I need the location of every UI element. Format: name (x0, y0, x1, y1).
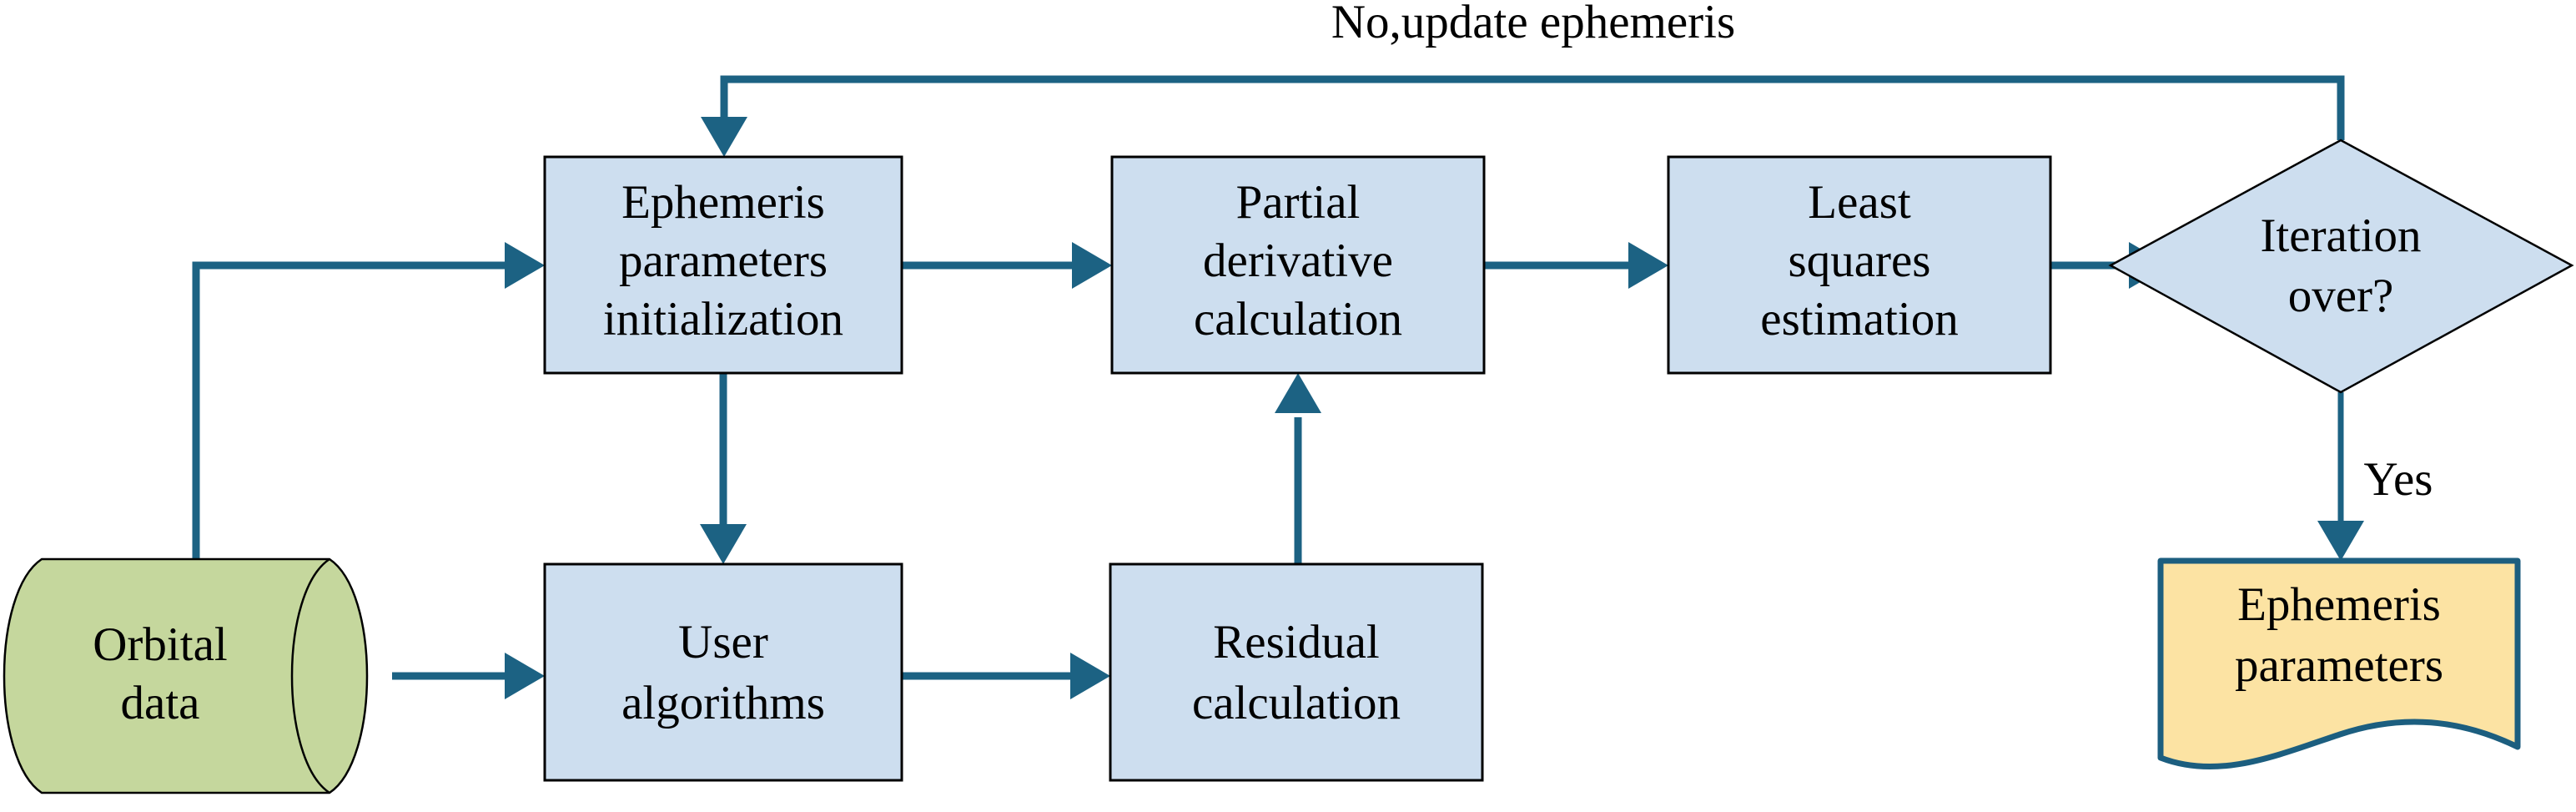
edge-initialization-to-user-algorithms (700, 373, 747, 564)
edge-label-no-update-ephemeris: No,update ephemeris (1331, 0, 1735, 48)
node-residual-calculation-line2: calculation (1192, 677, 1401, 729)
node-orbital-data-line1: Orbital (93, 618, 227, 671)
node-ephemeris-parameters-initialization-body (543, 155, 903, 375)
node-least-squares-estimation-line3: estimation (1760, 293, 1958, 345)
edge-iteration-to-ephemeris-parameters-arrowhead (2317, 521, 2364, 561)
node-user-algorithms-line2: algorithms (621, 677, 825, 729)
node-least-squares-estimation-body (1667, 155, 2052, 375)
edge-orbital-to-initialization-line (192, 261, 521, 584)
edge-initialization-to-partial-derivative-arrowhead (1072, 242, 1112, 289)
node-partial-derivative-calculation-line3: calculation (1194, 293, 1402, 345)
node-partial-derivative-calculation[interactable]: Partial derivative calculation (1110, 155, 1486, 375)
node-ephemeris-parameters-output-body (2157, 557, 2521, 770)
edge-no-update-ephemeris (701, 75, 2345, 157)
node-ephemeris-parameters-initialization-line2: parameters (619, 235, 828, 287)
node-ephemeris-parameters-output[interactable]: Ephemeris parameters (2157, 557, 2521, 770)
edge-partial-derivative-to-least-squares (1484, 242, 1668, 289)
node-orbital-data-cap (290, 557, 330, 794)
node-iteration-over-line1: Iteration (2260, 209, 2421, 262)
node-least-squares-estimation-line1: Least (1808, 176, 1911, 229)
node-ephemeris-parameters-output-line2: parameters (2235, 639, 2443, 692)
edge-label-yes: Yes (2364, 453, 2433, 506)
edge-orbital-to-user-algorithms (392, 653, 545, 699)
node-orbital-data-line2: data (121, 677, 200, 729)
node-orbital-data[interactable]: Orbital data (3, 557, 369, 794)
edge-orbital-to-user-algorithms-arrowhead (505, 653, 545, 699)
node-ephemeris-parameters-output-line1: Ephemeris (2237, 578, 2441, 631)
edge-residual-to-partial-derivative-arrowhead (1275, 373, 1321, 413)
node-residual-calculation-line1: Residual (1213, 616, 1379, 668)
edge-no-update-ephemeris-line (720, 75, 2345, 140)
edge-iteration-to-ephemeris-parameters (2317, 392, 2364, 561)
node-ephemeris-parameters-initialization-line1: Ephemeris (621, 176, 825, 229)
edge-initialization-to-partial-derivative (902, 242, 1112, 289)
edge-user-algorithms-to-residual-arrowhead (1070, 653, 1110, 699)
node-user-algorithms-line1: User (678, 616, 768, 668)
node-iteration-over-line2: over? (2288, 270, 2394, 322)
edge-partial-derivative-to-least-squares-arrowhead (1628, 242, 1668, 289)
node-residual-calculation[interactable]: Residual calculation (1109, 562, 1484, 782)
node-iteration-over[interactable]: Iteration over? (2108, 139, 2574, 394)
edge-orbital-to-initialization (192, 242, 545, 584)
edge-user-algorithms-to-residual (902, 653, 1110, 699)
node-least-squares-estimation-line2: squares (1789, 235, 1931, 287)
node-least-squares-estimation[interactable]: Least squares estimation (1667, 155, 2052, 375)
node-user-algorithms[interactable]: User algorithms (543, 562, 903, 782)
node-ephemeris-parameters-initialization-line3: initialization (603, 293, 843, 345)
edge-orbital-to-initialization-arrowhead (505, 242, 545, 289)
node-residual-calculation-body (1109, 562, 1484, 782)
edge-initialization-to-user-algorithms-arrowhead (700, 524, 747, 564)
edge-residual-to-partial-derivative (1275, 373, 1321, 564)
node-ephemeris-parameters-initialization[interactable]: Ephemeris parameters initialization (543, 155, 903, 375)
node-iteration-over-body (2108, 139, 2574, 394)
edge-no-update-ephemeris-arrowhead (701, 117, 747, 157)
node-partial-derivative-calculation-line1: Partial (1236, 176, 1361, 229)
node-partial-derivative-calculation-line2: derivative (1203, 235, 1393, 287)
node-user-algorithms-body (543, 562, 903, 782)
node-partial-derivative-calculation-body (1110, 155, 1486, 375)
